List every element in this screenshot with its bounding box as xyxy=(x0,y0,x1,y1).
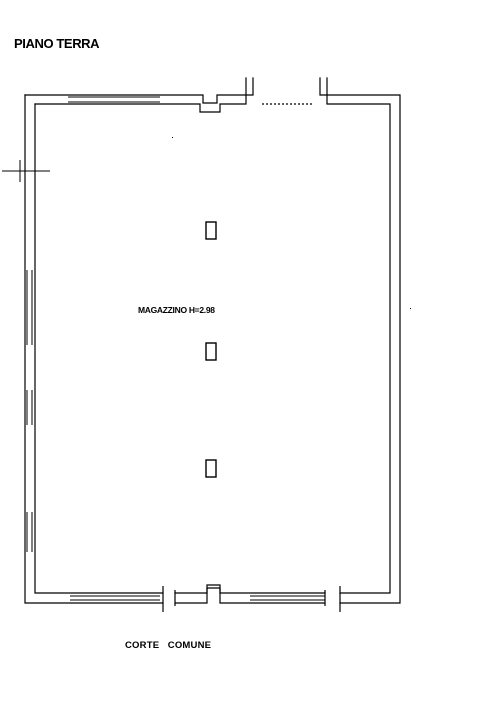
outer-wall-bottom-middle xyxy=(174,587,326,604)
drawing-title: PIANO TERRA xyxy=(14,36,100,51)
door-marks xyxy=(162,103,341,612)
window-left-upper xyxy=(26,270,33,345)
inner-wall-top-right xyxy=(326,77,391,594)
inner-wall-bottom-left xyxy=(34,103,164,594)
column-1 xyxy=(205,221,217,240)
columns xyxy=(205,221,217,478)
window-openings xyxy=(26,96,325,601)
window-left-middle xyxy=(26,390,33,425)
window-bottom-right xyxy=(250,595,325,601)
outer-wall-top-right xyxy=(319,77,401,604)
section-mark xyxy=(2,160,50,182)
window-left-lower xyxy=(26,512,33,552)
column-2 xyxy=(205,342,217,361)
column-3 xyxy=(205,459,217,478)
outer-wall-top-left xyxy=(24,77,254,104)
courtyard-label: CORTE COMUNE xyxy=(125,640,211,651)
window-bottom-left xyxy=(70,595,160,601)
outer-wall-bottom-left xyxy=(24,94,164,604)
drawing-specks xyxy=(172,137,411,309)
inner-wall-bottom-middle xyxy=(174,584,326,594)
inner-wall-top-left xyxy=(34,77,247,113)
building-walls xyxy=(24,77,401,604)
room-label: MAGAZZINO H=2.98 xyxy=(138,305,215,315)
window-top-left xyxy=(68,96,160,103)
